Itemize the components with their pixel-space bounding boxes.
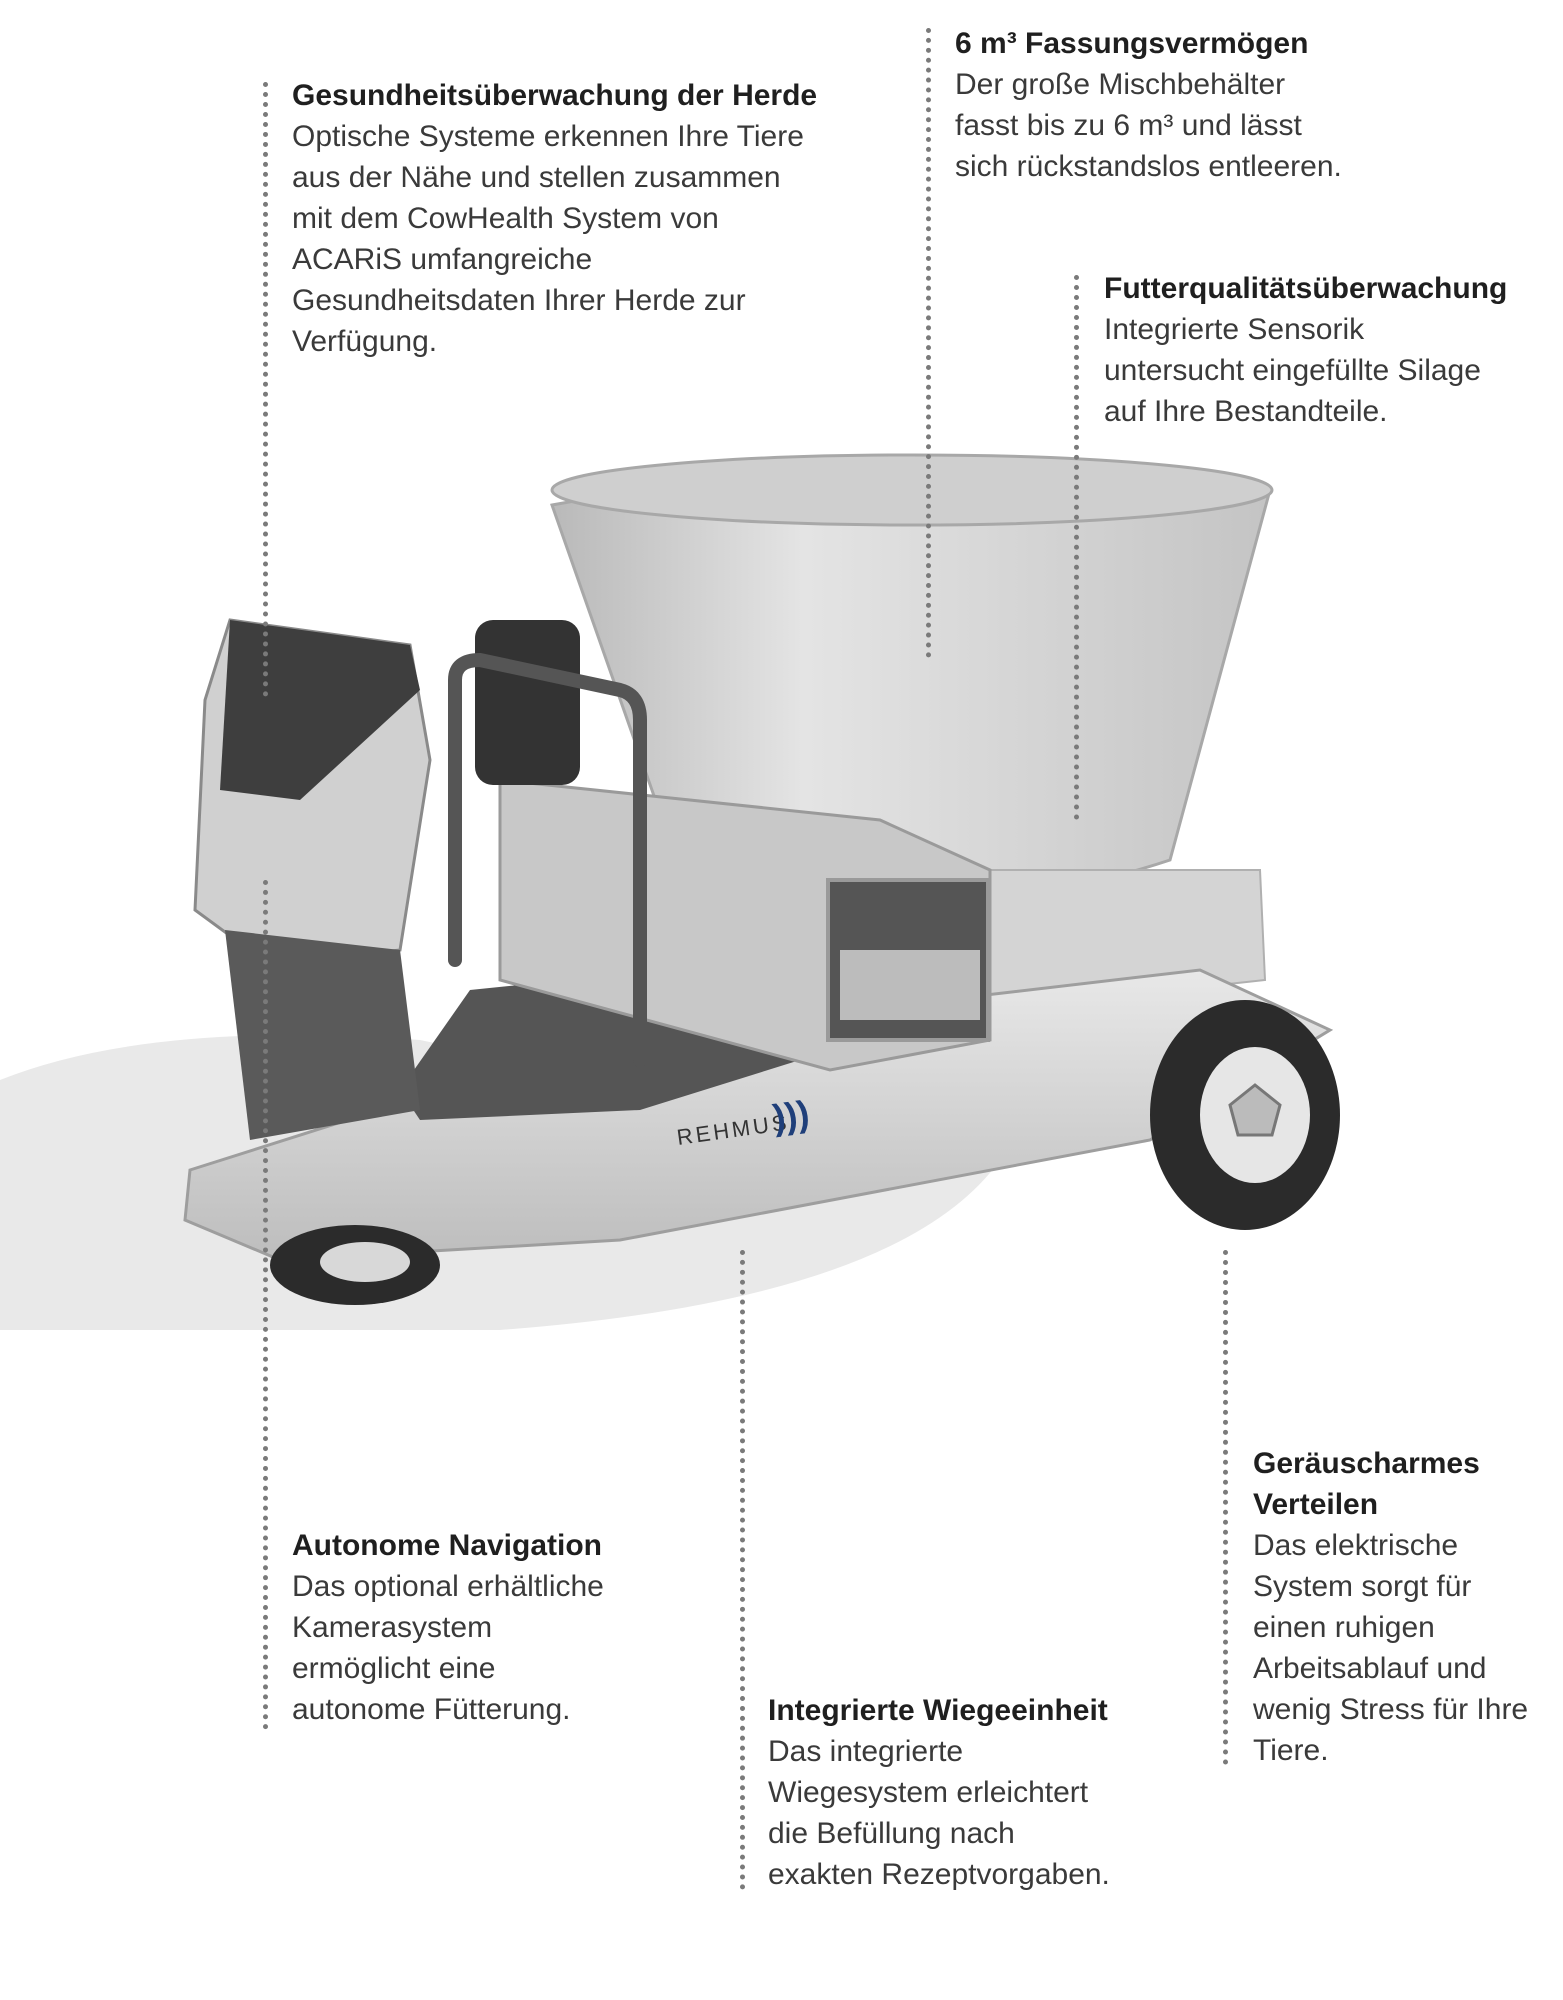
callout-line: Der große Mischbehälter xyxy=(955,68,1286,101)
leader-herd xyxy=(263,82,268,697)
callout-line: sich rückstandslos entleeren. xyxy=(955,150,1342,183)
callout-line: aus der Nähe und stellen zusammen xyxy=(292,161,781,194)
callout-line: autonome Fütterung. xyxy=(292,1693,571,1726)
lower-column xyxy=(225,930,420,1140)
callout-line: Das optional erhältliche xyxy=(292,1570,604,1603)
callout-line: ACARiS umfangreiche xyxy=(292,243,593,276)
callout-title: Geräuscharmes xyxy=(1253,1447,1480,1480)
callout-line: wenig Stress für Ihre xyxy=(1253,1693,1529,1726)
callout-line: Arbeitsablauf und xyxy=(1253,1652,1487,1685)
callout-line: einen ruhigen xyxy=(1253,1611,1435,1644)
callout-line: Das integrierte xyxy=(768,1735,964,1768)
callout-title: Integrierte Wiegeeinheit xyxy=(768,1694,1108,1727)
callout-line: Gesundheitsdaten Ihrer Herde zur xyxy=(292,284,746,317)
callout-line: fasst bis zu 6 m³ und lässt xyxy=(955,109,1302,142)
callout-navigation: Autonome Navigation Das optional erhältl… xyxy=(292,1525,712,1730)
callout-line: System sorgt für xyxy=(1253,1570,1472,1603)
leader-capacity xyxy=(926,28,931,658)
mixing-bin-rim xyxy=(550,453,1274,527)
leader-feed xyxy=(1074,275,1079,820)
callout-line: die Befüllung nach xyxy=(768,1817,1015,1850)
rear-wheel xyxy=(1150,1000,1340,1230)
callout-line: mit dem CowHealth System von xyxy=(292,202,719,235)
leader-quiet xyxy=(1223,1250,1228,1765)
callout-quiet-distribution: Geräuscharmes Verteilen Das elektrische … xyxy=(1253,1443,1558,1771)
callout-line: untersucht eingefüllte Silage xyxy=(1104,354,1481,387)
svg-text:))): ))) xyxy=(770,1092,811,1138)
callout-title: Gesundheitsüberwachung der Herde xyxy=(292,79,818,112)
callout-line: Wiegesystem erleichtert xyxy=(768,1776,1089,1809)
callout-line: Verfügung. xyxy=(292,325,438,358)
callout-title: Autonome Navigation xyxy=(292,1529,603,1562)
callout-capacity: 6 m³ Fassungsvermögen Der große Mischbeh… xyxy=(955,23,1435,187)
seat-frame xyxy=(448,652,647,1067)
callout-line: Optische Systeme erkennen Ihre Tiere xyxy=(292,120,804,153)
callout-line: Das elektrische xyxy=(1253,1529,1459,1562)
callout-title: Futterqualitätsüberwachung xyxy=(1104,272,1508,305)
callout-line: Tiere. xyxy=(1253,1734,1329,1767)
callout-feed-quality: Futterqualitätsüberwachung Integrierte S… xyxy=(1104,268,1554,432)
callout-line: exakten Rezeptvorgaben. xyxy=(768,1858,1110,1891)
callout-line: Kamerasystem xyxy=(292,1611,493,1644)
callout-weighing: Integrierte Wiegeeinheit Das integrierte… xyxy=(768,1690,1198,1895)
leader-navigation xyxy=(263,880,268,1730)
callout-title: Verteilen xyxy=(1253,1488,1379,1521)
callout-line: Integrierte Sensorik xyxy=(1104,313,1365,346)
callout-line: auf Ihre Bestandteile. xyxy=(1104,395,1388,428)
callout-line: ermöglicht eine xyxy=(292,1652,496,1685)
seat-backrest xyxy=(475,620,580,785)
leader-weighing xyxy=(740,1250,745,1890)
front-wheel xyxy=(270,1225,440,1305)
callout-title: 6 m³ Fassungsvermögen xyxy=(955,27,1309,60)
callout-herd-health: Gesundheitsüberwachung der Herde Optisch… xyxy=(292,75,852,362)
